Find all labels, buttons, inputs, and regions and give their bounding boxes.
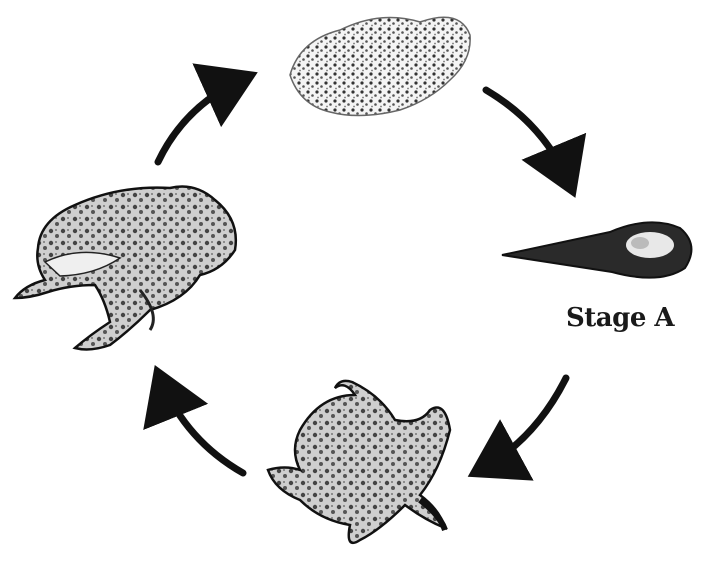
- eggs-illustration: [290, 17, 470, 115]
- arrow-eggs-to-tadpole: [486, 90, 570, 185]
- arrow-froglet-to-adult: [160, 378, 243, 473]
- adult-frog-illustration: [15, 187, 236, 350]
- stage-a-label: Stage A: [566, 303, 674, 333]
- tadpole-illustration: [502, 222, 691, 277]
- froglet-illustration: [268, 381, 450, 543]
- arrow-adult-to-eggs: [158, 78, 245, 162]
- arrow-tadpole-to-froglet: [480, 378, 566, 470]
